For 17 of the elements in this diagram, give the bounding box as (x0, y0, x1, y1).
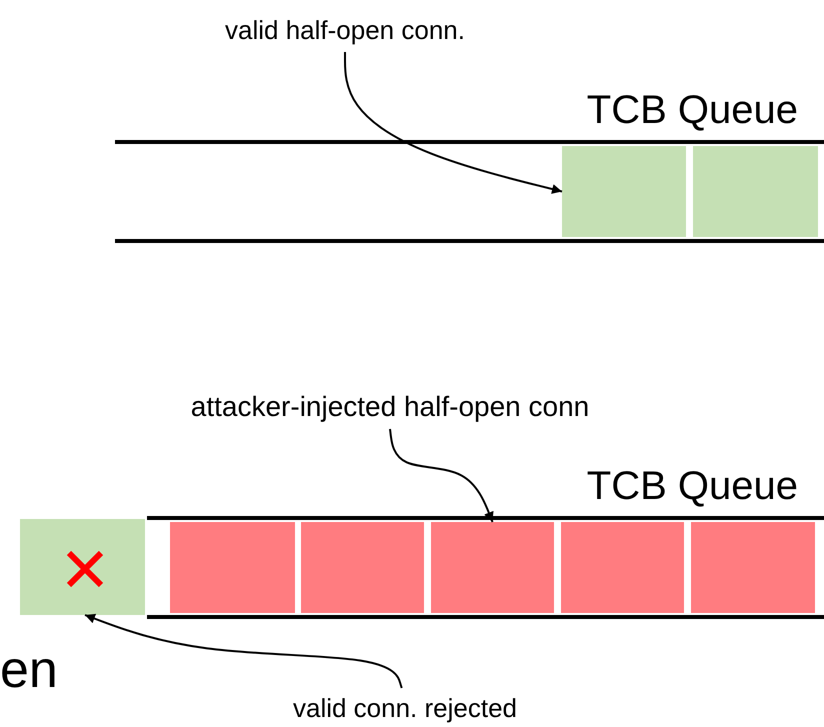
injected-entry (170, 522, 295, 613)
injected-entry (561, 522, 684, 613)
queue-heading: TCB Queue (586, 463, 798, 510)
queue-entry (562, 146, 686, 237)
annotation-text: valid conn. rejected (292, 693, 518, 723)
curved-arrow (84, 614, 403, 688)
annotation-text: attacker-injected half-open conn (190, 391, 590, 422)
curved-arrow (344, 52, 562, 194)
injected-entry (301, 522, 424, 613)
injected-entry (691, 522, 815, 613)
cut-off-text: en (0, 640, 58, 700)
queue-entry (20, 519, 145, 615)
annotation-text: valid half-open conn. (225, 15, 465, 45)
queue-heading: TCB Queue (586, 87, 798, 134)
queue-entry (693, 146, 818, 237)
injected-entry (431, 522, 554, 613)
curved-arrow (389, 428, 494, 522)
